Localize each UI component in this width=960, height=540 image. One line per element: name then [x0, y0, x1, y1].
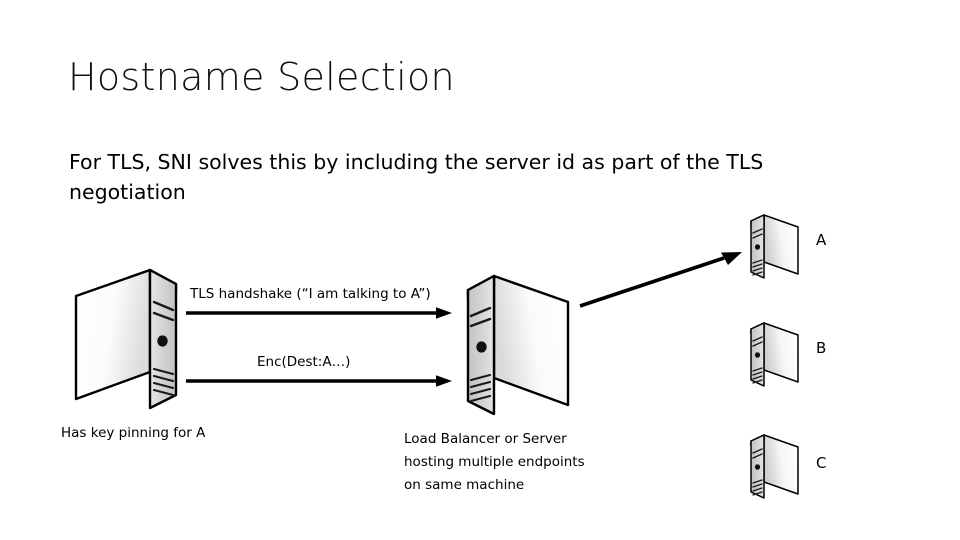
endpoint-label-c: C: [816, 454, 827, 472]
server-tower-icon: [750, 322, 799, 387]
arrow-diagonal-up-right-icon: [579, 252, 742, 308]
server-tower-icon: [74, 268, 178, 410]
loadbalancer-caption: Load Balancer or Server hosting multiple…: [404, 431, 585, 493]
enc-dest-arrow: [186, 373, 456, 389]
endpoint-label-a: A: [816, 231, 827, 249]
enc-dest-arrow-label: Enc(Dest:A…): [257, 354, 351, 370]
page-title: Hostname Selection: [68, 55, 455, 99]
arrow-right-icon: [186, 375, 452, 387]
slide-body-text: For TLS, SNI solves this by including th…: [69, 150, 764, 204]
server-tower-endpoint-b: [742, 320, 804, 388]
tls-handshake-arrow-label: TLS handshake (“I am talking to A”): [190, 286, 431, 302]
arrow-right-icon: [186, 307, 452, 319]
server-tower-client: [72, 266, 194, 412]
server-tower-icon: [750, 434, 799, 499]
tls-handshake-arrow: [186, 305, 456, 321]
server-tower-loadbalancer: [450, 272, 572, 418]
server-to-endpoint-a-arrow: [576, 244, 748, 312]
server-tower-endpoint-a: [742, 212, 804, 280]
endpoint-label-b: B: [816, 339, 827, 357]
server-tower-icon: [466, 274, 570, 416]
client-caption: Has key pinning for A: [61, 425, 206, 441]
server-tower-icon: [750, 214, 799, 279]
server-tower-endpoint-c: [742, 432, 804, 500]
